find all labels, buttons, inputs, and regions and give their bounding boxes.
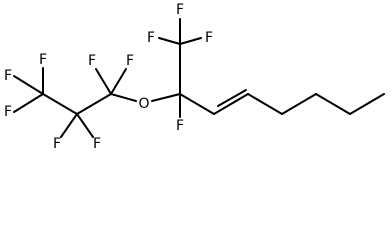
- double-bond-c6-c7: [213, 93, 249, 115]
- double-bond-c6-c7-inner: [217, 89, 247, 107]
- bond-c2-c3: [76, 93, 112, 115]
- bond-c1-f3: [13, 93, 44, 113]
- bonds: [13, 18, 385, 138]
- fluorine-label: F: [88, 53, 96, 69]
- bond-c4-c6: [179, 93, 215, 115]
- atom-labels: F F F F F F F O F F F F: [4, 2, 213, 152]
- bond-c1-f1: [13, 75, 44, 95]
- bond-c5-f3: [179, 37, 202, 45]
- bond-c9-c10: [315, 93, 351, 115]
- chemical-structure-diagram: F F F F F F F O F F F F: [4, 2, 385, 152]
- bond-c8-c9: [281, 93, 317, 115]
- fluorine-label: F: [4, 104, 12, 120]
- bond-c1-c2: [42, 93, 78, 115]
- fluorine-label: F: [176, 118, 184, 134]
- fluorine-label: F: [176, 2, 184, 18]
- oxygen-label: O: [138, 96, 149, 112]
- bond-c2-f1: [60, 113, 78, 138]
- bond-c3-f2: [110, 68, 127, 95]
- fluorine-label: F: [4, 68, 12, 84]
- bond-c2-f2: [76, 113, 94, 138]
- bond-o-c4: [151, 93, 181, 102]
- bond-c7-c8: [247, 93, 283, 115]
- bond-c3-o: [110, 93, 137, 102]
- fluorine-label: F: [205, 30, 213, 46]
- fluorine-label: F: [39, 52, 47, 68]
- bond-c10-c11: [349, 93, 385, 115]
- bond-c5-f2: [158, 37, 181, 45]
- fluorine-label: F: [93, 136, 101, 152]
- bond-c3-f1: [95, 68, 112, 95]
- fluorine-label: F: [147, 30, 155, 46]
- fluorine-label: F: [53, 136, 61, 152]
- fluorine-label: F: [126, 53, 134, 69]
